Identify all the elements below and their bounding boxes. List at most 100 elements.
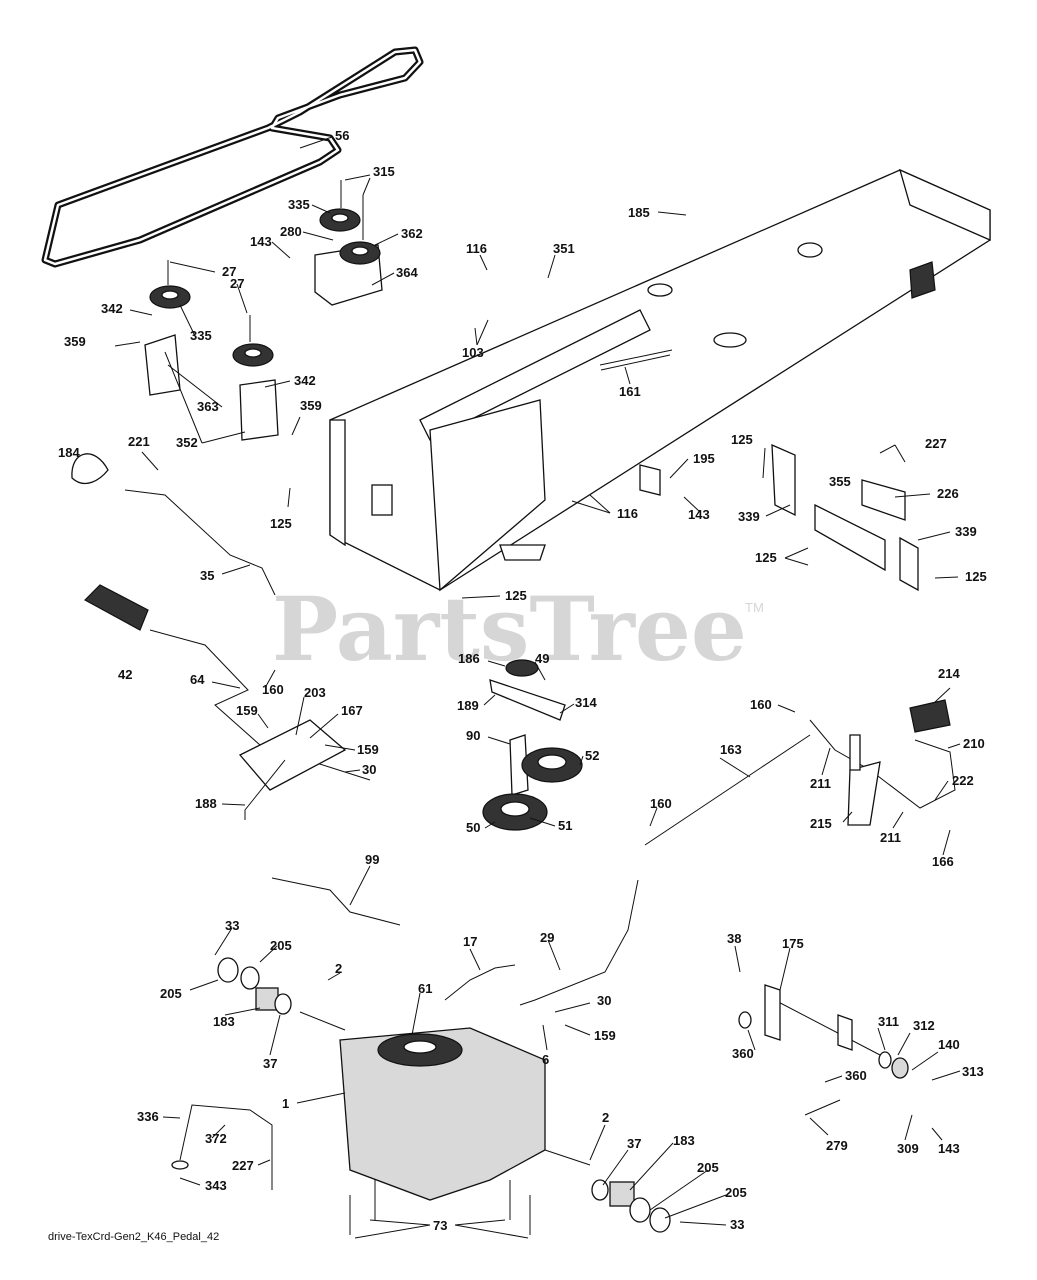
callout-33b: 33 bbox=[730, 1217, 744, 1232]
callout-203: 203 bbox=[304, 685, 326, 700]
brake-shaft bbox=[738, 984, 909, 1116]
brake-pedal-assembly bbox=[644, 699, 956, 846]
callout-360a: 360 bbox=[732, 1046, 754, 1061]
callout-188: 188 bbox=[195, 796, 217, 811]
callout-125c: 125 bbox=[731, 432, 753, 447]
callout-116b: 116 bbox=[617, 506, 638, 521]
callout-103: 103 bbox=[462, 345, 484, 360]
callout-210: 210 bbox=[963, 736, 985, 751]
callout-160c: 160 bbox=[650, 796, 672, 811]
callout-61: 61 bbox=[418, 981, 432, 996]
callout-17: 17 bbox=[463, 934, 477, 949]
callout-211b: 211 bbox=[880, 830, 901, 845]
callout-6: 6 bbox=[542, 1052, 549, 1067]
callout-38: 38 bbox=[727, 931, 741, 946]
callout-211a: 211 bbox=[810, 776, 831, 791]
callout-125b: 125 bbox=[505, 588, 527, 603]
diagram-id: drive-TexCrd-Gen2_K46_Pedal_42 bbox=[48, 1231, 219, 1243]
callout-214: 214 bbox=[938, 666, 960, 681]
callout-33a: 33 bbox=[225, 918, 239, 933]
callout-52: 52 bbox=[585, 748, 599, 763]
callout-227b: 227 bbox=[232, 1158, 254, 1173]
callout-221: 221 bbox=[128, 434, 150, 449]
callout-175: 175 bbox=[782, 936, 804, 951]
callout-360b: 360 bbox=[845, 1068, 867, 1083]
callout-143c: 143 bbox=[938, 1141, 960, 1156]
callout-363: 363 bbox=[197, 399, 219, 414]
callout-343: 343 bbox=[205, 1178, 227, 1193]
callout-183b: 183 bbox=[673, 1133, 695, 1148]
callout-205c: 205 bbox=[697, 1160, 719, 1175]
callout-1: 1 bbox=[282, 1096, 289, 1111]
callout-166: 166 bbox=[932, 854, 954, 869]
callout-30a: 30 bbox=[362, 762, 376, 777]
callout-90: 90 bbox=[466, 728, 480, 743]
callout-313: 313 bbox=[962, 1064, 984, 1079]
leader-lines bbox=[114, 136, 961, 1239]
callout-342b: 342 bbox=[294, 373, 316, 388]
callout-51: 51 bbox=[558, 818, 572, 833]
callout-342a: 342 bbox=[101, 301, 123, 316]
part-callouts: 56 315 335 280 362 143 364 27 27 342 335… bbox=[58, 128, 987, 1233]
transaxle bbox=[299, 1011, 591, 1235]
callout-2b: 2 bbox=[602, 1110, 609, 1125]
callout-183a: 183 bbox=[213, 1014, 235, 1029]
bracket-372 bbox=[171, 1104, 273, 1190]
watermark-trademark: TM bbox=[745, 600, 764, 615]
callout-125d: 125 bbox=[755, 550, 777, 565]
idler-pulleys-left bbox=[144, 260, 279, 441]
callout-222: 222 bbox=[952, 773, 974, 788]
callout-189: 189 bbox=[457, 698, 479, 713]
callout-205a: 205 bbox=[270, 938, 292, 953]
callout-186: 186 bbox=[458, 651, 480, 666]
axle-hardware bbox=[217, 957, 671, 1233]
callout-160a: 160 bbox=[262, 682, 284, 697]
callout-64: 64 bbox=[190, 672, 205, 687]
callout-351: 351 bbox=[553, 241, 575, 256]
callout-56: 56 bbox=[335, 128, 349, 143]
callout-37b: 37 bbox=[627, 1136, 641, 1151]
callout-226: 226 bbox=[937, 486, 959, 501]
callout-49: 49 bbox=[535, 651, 549, 666]
callout-205d: 205 bbox=[725, 1185, 747, 1200]
frame-assembly bbox=[329, 168, 991, 592]
callout-339b: 339 bbox=[955, 524, 977, 539]
callout-2a: 2 bbox=[335, 961, 342, 976]
callout-352: 352 bbox=[176, 435, 198, 450]
center-pulleys bbox=[482, 659, 583, 831]
callout-314: 314 bbox=[575, 695, 597, 710]
callout-116a: 116 bbox=[466, 241, 487, 256]
callout-161: 161 bbox=[619, 384, 641, 399]
lever-assembly bbox=[71, 453, 371, 820]
callout-335a: 335 bbox=[288, 197, 310, 212]
callout-339a: 339 bbox=[738, 509, 760, 524]
callout-215: 215 bbox=[810, 816, 832, 831]
callout-35: 35 bbox=[200, 568, 214, 583]
callout-50: 50 bbox=[466, 820, 480, 835]
callout-99: 99 bbox=[365, 852, 379, 867]
callout-27b: 27 bbox=[230, 276, 244, 291]
callout-30b: 30 bbox=[597, 993, 611, 1008]
callout-125e: 125 bbox=[965, 569, 987, 584]
callout-359a: 359 bbox=[64, 334, 86, 349]
callout-42: 42 bbox=[118, 667, 132, 682]
callout-205b: 205 bbox=[160, 986, 182, 1001]
callout-125a: 125 bbox=[270, 516, 292, 531]
callout-195: 195 bbox=[693, 451, 715, 466]
callout-159a: 159 bbox=[236, 703, 258, 718]
control-rods bbox=[271, 877, 639, 1006]
callout-227: 227 bbox=[925, 436, 947, 451]
callout-336: 336 bbox=[137, 1109, 159, 1124]
callout-312: 312 bbox=[913, 1018, 935, 1033]
idler-bracket-upper bbox=[314, 180, 383, 306]
callout-184: 184 bbox=[58, 445, 80, 460]
callout-362: 362 bbox=[401, 226, 423, 241]
callout-160b: 160 bbox=[750, 697, 772, 712]
callout-372: 372 bbox=[205, 1131, 227, 1146]
callout-311: 311 bbox=[878, 1014, 899, 1029]
callout-335b: 335 bbox=[190, 328, 212, 343]
callout-315: 315 bbox=[373, 164, 395, 179]
callout-159c: 159 bbox=[594, 1028, 616, 1043]
callout-364: 364 bbox=[396, 265, 418, 280]
